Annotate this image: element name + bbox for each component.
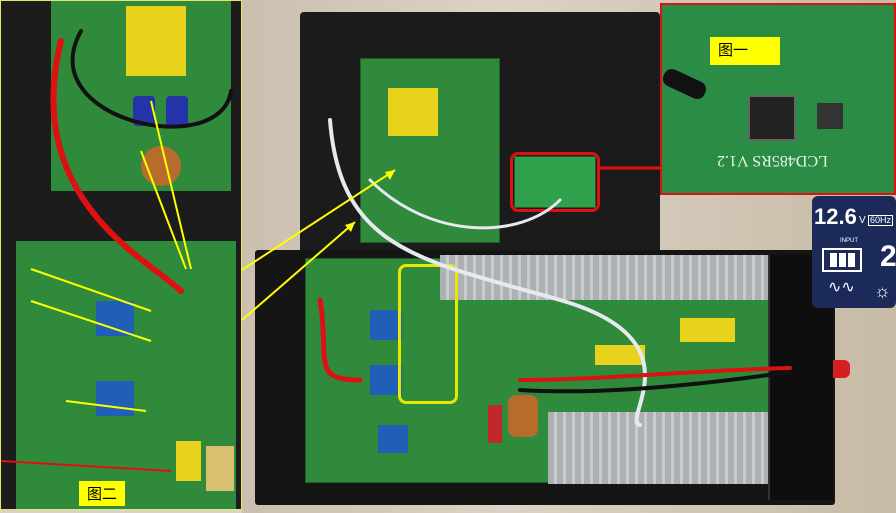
relay — [378, 425, 408, 453]
capacitor — [133, 96, 155, 126]
sun-icon: ☼ — [874, 281, 891, 301]
microcontroller-chip — [748, 95, 796, 141]
voltage-readout: 12.6 — [814, 204, 857, 229]
board-silkscreen: LCD485RS V1.2 — [717, 152, 828, 169]
capacitor — [176, 441, 201, 481]
battery-icon — [822, 248, 862, 272]
relay — [96, 301, 134, 336]
heatsink-top — [440, 255, 770, 300]
input-label: INPUT — [840, 238, 858, 244]
cable — [662, 66, 709, 102]
relay — [96, 381, 134, 416]
relay — [370, 365, 402, 395]
transformer — [680, 318, 735, 342]
inset-arrows — [1, 29, 233, 472]
relay — [370, 310, 402, 340]
figure-two-label: 图二 — [79, 481, 126, 506]
load-readout: 2 — [880, 240, 896, 273]
connector-highlight — [398, 264, 458, 404]
lcd-board-small — [514, 156, 596, 208]
transformer — [206, 446, 234, 491]
transformer — [388, 88, 438, 136]
frequency-readout: 60Hz — [868, 215, 894, 226]
capacitor — [166, 96, 188, 126]
sine-wave-icon: ∿∿ — [828, 279, 855, 296]
lcd-board-highlight — [510, 152, 600, 212]
capacitor — [488, 405, 502, 443]
transformer — [126, 6, 186, 76]
figure-one-label: 图一 — [710, 37, 780, 65]
transformer — [595, 345, 645, 365]
transceiver-chip — [817, 103, 843, 129]
heatsink-bottom — [548, 412, 770, 484]
voltage-unit: V — [859, 215, 866, 226]
detail-inset-lcd-board: 图一 LCD485RS V1.2 — [660, 3, 896, 195]
lcd-display: 12.6 V 60Hz INPUT 2 ∿∿ ☼ — [812, 196, 896, 308]
inductor — [508, 395, 538, 437]
detail-inset-left: 图二 — [0, 0, 242, 510]
